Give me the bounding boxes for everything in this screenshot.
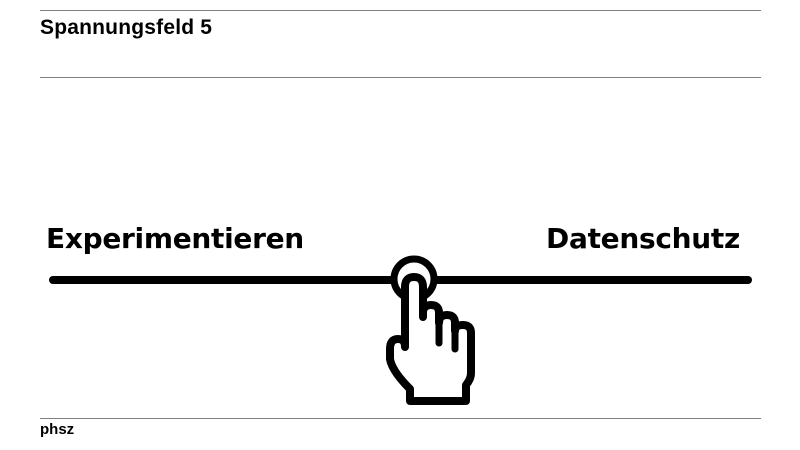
header-divider [40, 77, 761, 78]
left-pole-label: Experimentieren [46, 222, 304, 255]
phsz-logo: phsz [40, 421, 75, 438]
pointing-hand-icon[interactable] [380, 255, 490, 405]
footer-divider [40, 418, 761, 419]
page-title: Spannungsfeld 5 [40, 16, 213, 39]
right-pole-label: Datenschutz [546, 222, 740, 255]
top-divider [40, 10, 761, 11]
